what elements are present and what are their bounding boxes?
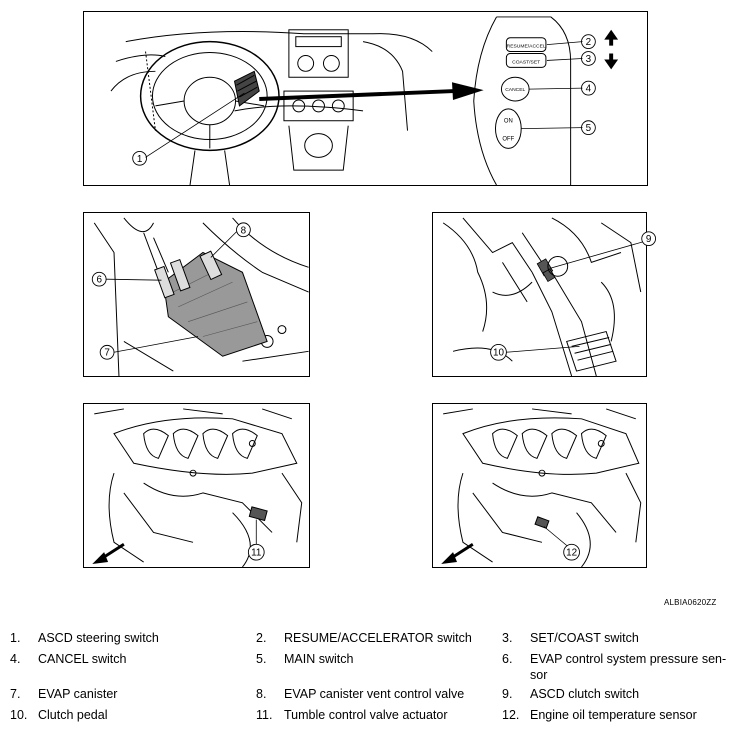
label-cancel-switch: CANCEL <box>505 87 525 93</box>
legend-text: EVAP canister vent control valve <box>284 687 465 701</box>
panel-steering-switch: RESUME/ACCEL COAST/SET CANCEL ON OFF 1 2… <box>83 11 648 186</box>
legend: 1. ASCD steering switch 2. RESUME/ACCELE… <box>0 624 743 732</box>
callout-8: 8 <box>241 225 247 236</box>
legend-text: EVAP canister <box>38 687 118 701</box>
legend-text: Tumble control valve actuator <box>284 708 448 722</box>
legend-text: ASCD steering switch <box>38 631 159 645</box>
callout-1: 1 <box>137 154 143 165</box>
legend-text: EVAP control system pressure sen-sor <box>530 652 727 682</box>
legend-text: CANCEL switch <box>38 652 127 666</box>
legend-text: MAIN switch <box>284 652 354 666</box>
tumble-valve-illustration: 11 <box>92 408 303 568</box>
legend-number: 6. <box>502 652 513 666</box>
callout-7: 7 <box>104 348 109 359</box>
legend-number: 11. <box>256 708 273 722</box>
callout-9: 9 <box>646 234 652 245</box>
legend-text: Clutch pedal <box>38 708 108 722</box>
panel-oil-temp-sensor: 12 <box>432 403 647 568</box>
legend-number: 4. <box>10 652 21 666</box>
legend-text: ASCD clutch switch <box>530 687 640 701</box>
callout-12: 12 <box>566 548 577 559</box>
label-set-switch: COAST/SET <box>512 59 540 65</box>
callout-4: 4 <box>586 84 592 95</box>
figure-code: ALBIA0620ZZ <box>664 598 717 607</box>
legend-number: 8. <box>256 687 267 701</box>
legend-number: 12. <box>502 708 520 722</box>
legend-number: 1. <box>10 631 21 645</box>
legend-text: RESUME/ACCELERATOR switch <box>284 631 472 645</box>
callout-10: 10 <box>493 348 504 359</box>
steering-switch-illustration: RESUME/ACCEL COAST/SET CANCEL ON OFF 1 2… <box>110 16 619 186</box>
callout-3: 3 <box>586 54 592 65</box>
oil-temp-sensor-illustration: 12 <box>441 408 642 568</box>
panel-evap-canister: 6 7 8 <box>83 212 310 377</box>
legend-number: 2. <box>256 631 267 645</box>
callout-11: 11 <box>251 548 261 559</box>
legend-number: 3. <box>502 631 513 645</box>
callout-6: 6 <box>96 275 102 286</box>
evap-canister-illustration: 6 7 8 <box>91 217 309 377</box>
label-resume-switch: RESUME/ACCEL <box>507 44 546 50</box>
clutch-switch-illustration: 9 10 <box>442 217 657 377</box>
label-off-switch: OFF <box>502 137 514 143</box>
callout-5: 5 <box>586 123 592 134</box>
legend-text: Engine oil temperature sensor <box>530 708 697 722</box>
legend-number: 5. <box>256 652 267 666</box>
legend-text: SET/COAST switch <box>530 631 639 645</box>
legend-number: 9. <box>502 687 513 701</box>
legend-number: 7. <box>10 687 21 701</box>
panel-tumble-valve: 11 <box>83 403 310 568</box>
legend-number: 10. <box>10 708 28 722</box>
panel-clutch-switch: 9 10 <box>432 212 657 377</box>
label-on-switch: ON <box>504 119 513 125</box>
callout-2: 2 <box>586 37 592 48</box>
